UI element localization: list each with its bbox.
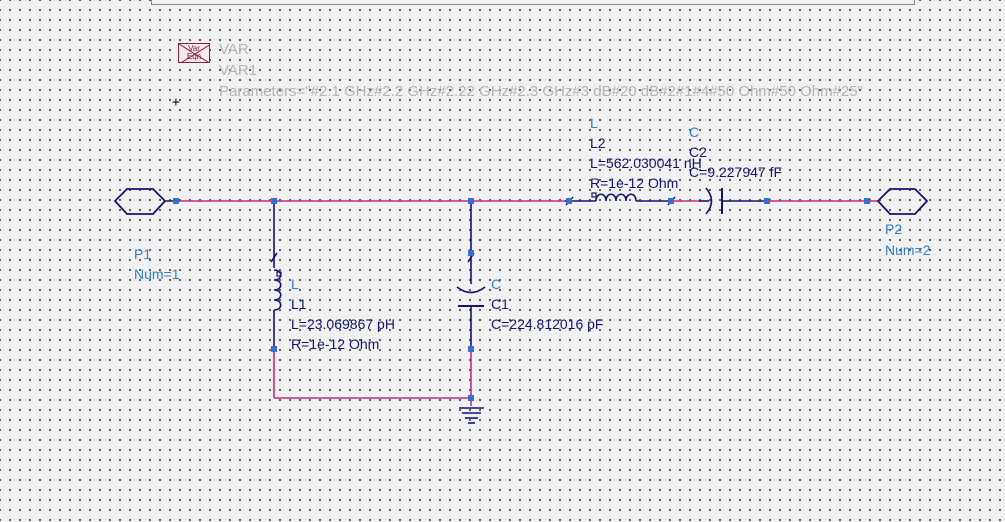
canvas-frame-edge <box>151 0 915 5</box>
pin[interactable] <box>271 346 277 352</box>
pin[interactable] <box>764 198 770 204</box>
capacitor-c2-symbol[interactable] <box>699 187 767 215</box>
l2-value-label: L=562.030041 nH <box>590 155 702 171</box>
c1-instance-label: C1 <box>491 296 509 312</box>
var-icon-line1: Var <box>188 44 200 53</box>
l1-value-label: L=23.069867 pH <box>291 316 395 332</box>
c2-instance-label: C2 <box>689 144 707 160</box>
c1-type-label: C <box>491 276 502 292</box>
c2-value-label: C=9.227947 fF <box>689 164 783 180</box>
pin[interactable] <box>668 198 674 204</box>
l1-instance-label: L1 <box>291 296 307 312</box>
ground-symbol[interactable] <box>459 407 484 424</box>
port-p1-name: P1 <box>134 246 152 262</box>
var-type-label: VAR <box>219 41 249 58</box>
l2-resistance-label: R=1e-12 Ohm <box>590 175 679 191</box>
pin[interactable] <box>468 198 474 204</box>
var-icon-line2: Eqn <box>186 52 202 61</box>
l1-type-label: L <box>291 276 299 292</box>
var-eqn-cross-icon <box>179 44 209 62</box>
inductor-l1-symbol[interactable] <box>270 201 282 349</box>
var-parameters-label: Parameters="#2.1 GHz#2.2 GHz#2.22 GHz#2.… <box>219 83 863 100</box>
l1-resistance-label: R=1e-12 Ohm <box>291 336 380 352</box>
pin[interactable] <box>468 346 474 352</box>
l2-type-label: L <box>590 115 598 131</box>
pins <box>173 198 870 401</box>
pin[interactable] <box>271 198 277 204</box>
c1-value-label: C=224.812016 pF <box>491 316 604 332</box>
inductor-l2-symbol[interactable] <box>565 192 676 206</box>
l2-instance-label: L2 <box>590 135 606 151</box>
pin[interactable] <box>173 198 179 204</box>
capacitor-c1-symbol[interactable] <box>456 201 486 349</box>
wires <box>176 200 878 406</box>
var-instance-label: VAR1 <box>219 62 258 79</box>
pin[interactable] <box>468 250 474 256</box>
port-p2-num: Num=2 <box>885 242 931 258</box>
port-p2-name: P2 <box>885 221 903 237</box>
port-p2-symbol[interactable] <box>876 188 929 215</box>
port-p1-num: Num=1 <box>134 266 180 282</box>
cursor-crosshair-icon: + <box>172 95 180 110</box>
pin[interactable] <box>468 395 474 401</box>
c2-type-label: C <box>689 124 700 140</box>
pin[interactable] <box>864 198 870 204</box>
port-p1-symbol[interactable] <box>113 188 176 215</box>
var-eqn-icon[interactable]: Var Eqn <box>178 43 210 63</box>
pin[interactable] <box>566 198 572 204</box>
